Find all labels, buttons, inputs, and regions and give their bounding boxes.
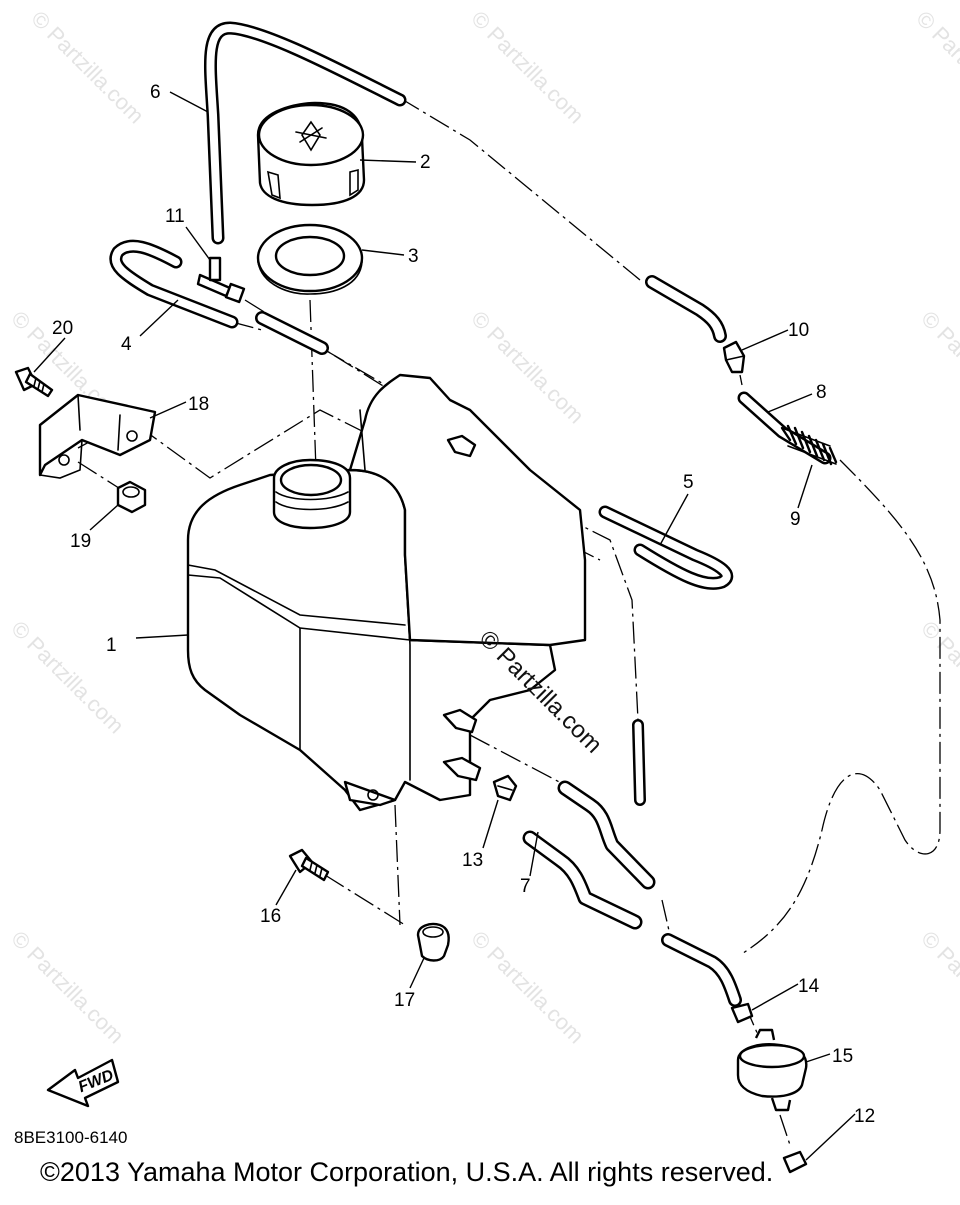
drawing-code: 8BE3100-6140 — [14, 1128, 128, 1147]
watermark: © Partzilla.com — [466, 6, 589, 129]
callout-8: 8 — [816, 382, 827, 403]
callout-3: 3 — [408, 246, 419, 267]
leader-lines — [33, 91, 856, 1161]
grommet-17 — [416, 922, 450, 962]
clamp-12 — [782, 1150, 808, 1174]
callout-20: 20 — [52, 318, 73, 339]
hose-7 — [522, 780, 656, 930]
hose-8 — [737, 391, 832, 465]
callout-12: 12 — [854, 1106, 875, 1127]
callout-1: 1 — [106, 635, 117, 656]
watermark: © Partzilla.com — [466, 926, 589, 1049]
bolt-20 — [14, 366, 54, 398]
callout-2: 2 — [420, 152, 431, 173]
watermark: © Partzilla.com — [916, 616, 960, 739]
callout-15: 15 — [832, 1046, 853, 1067]
hose-segment — [255, 311, 329, 355]
watermark: © Partzilla.com — [466, 306, 589, 429]
hose-segment-vertical — [632, 719, 646, 806]
copyright-notice: ©2013 Yamaha Motor Corporation, U.S.A. A… — [40, 1157, 774, 1187]
callout-7: 7 — [520, 876, 531, 897]
clamp-14 — [730, 1002, 754, 1024]
cap-gasket-3 — [256, 223, 364, 295]
hose-5 — [598, 505, 734, 590]
callout-18: 18 — [188, 394, 209, 415]
tank-cap-2 — [256, 101, 366, 207]
t-joint-11 — [196, 256, 246, 304]
callout-labels: 1 2 3 4 5 6 7 8 9 10 11 12 13 14 15 16 1… — [52, 82, 875, 1127]
callout-14: 14 — [798, 976, 820, 997]
protector-spring-9 — [780, 424, 838, 466]
callout-19: 19 — [70, 531, 91, 552]
joint-10 — [722, 340, 746, 374]
coolant-tank-1 — [186, 373, 587, 812]
callout-13: 13 — [462, 850, 483, 871]
watermark: © Partzilla.com — [916, 926, 960, 1049]
hose-segment-lower — [661, 933, 742, 1007]
watermark: © Partzilla.com — [6, 926, 129, 1049]
callout-5: 5 — [683, 472, 694, 493]
callout-6: 6 — [150, 82, 161, 103]
callout-11: 11 — [165, 206, 185, 227]
bracket-18 — [38, 393, 157, 479]
watermark: © Partzilla.com — [26, 6, 149, 129]
check-valve-15 — [736, 1028, 808, 1112]
callout-9: 9 — [790, 509, 801, 530]
callout-17: 17 — [394, 990, 415, 1011]
callout-4: 4 — [121, 334, 132, 355]
watermark: © Partzilla.com — [911, 6, 960, 129]
bolt-16 — [288, 848, 330, 882]
fwd-arrow-icon: FWD — [46, 1058, 120, 1108]
watermark: © Partzilla.com — [916, 306, 960, 429]
breather-hose-4 — [109, 239, 239, 329]
callout-16: 16 — [260, 906, 281, 927]
clamp-13 — [492, 774, 518, 802]
hose-segment-upper — [645, 275, 727, 343]
nut-19 — [116, 480, 147, 514]
callout-10: 10 — [788, 320, 809, 341]
hose-6 — [203, 21, 407, 245]
